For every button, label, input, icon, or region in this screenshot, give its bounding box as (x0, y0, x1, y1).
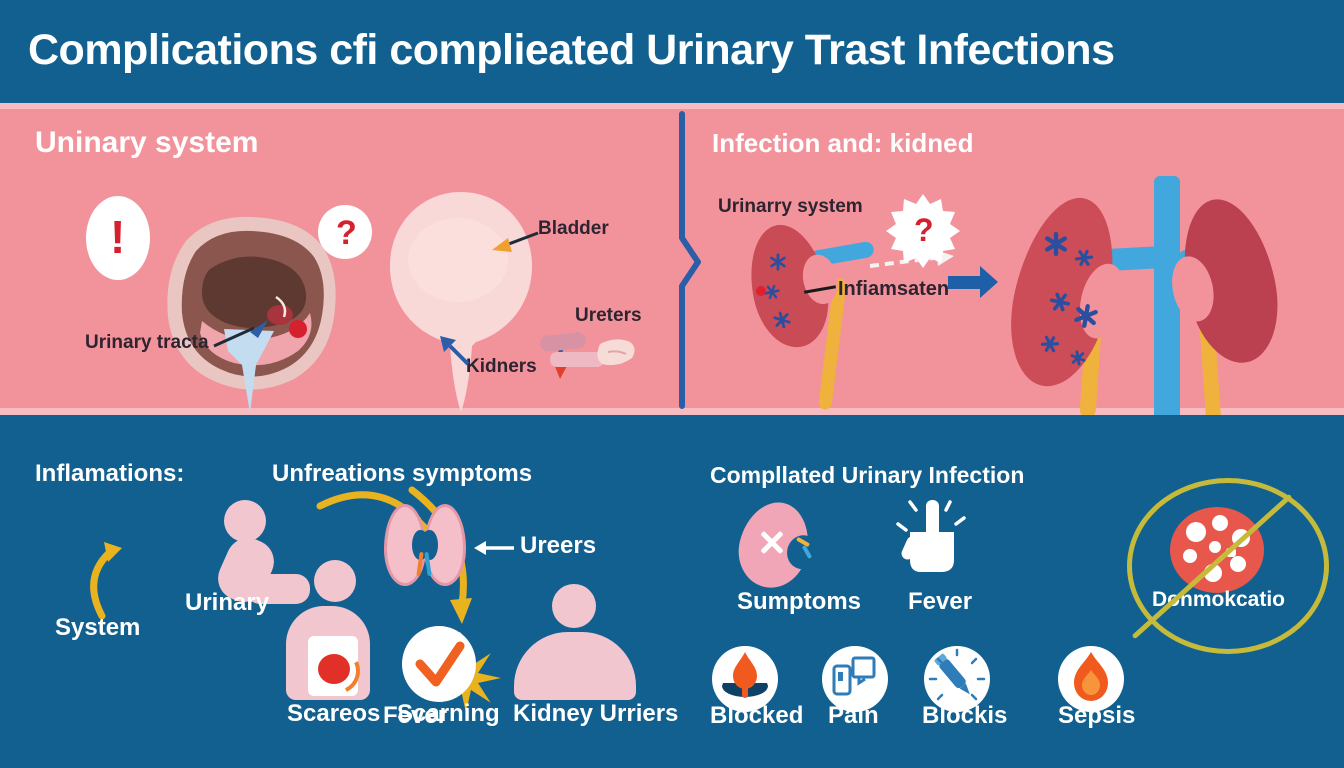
bacteria-cluster-icon (1040, 231, 1098, 366)
inflammations-heading: Inflamations: (35, 460, 185, 487)
urinary-panel-heading: Uninary system (35, 126, 259, 159)
alert-glyph: ! (110, 211, 126, 263)
fever-hand-label: Fever (908, 588, 973, 615)
starburst-question-glyph: ? (914, 212, 934, 248)
torso-person-head (552, 584, 596, 628)
pointing-hand-icon (896, 500, 966, 572)
urinary-tract-arrow-icon (213, 320, 268, 348)
blockis-icon (928, 648, 986, 701)
sitting-person-legs (246, 574, 310, 604)
main-title: Complications cfi complieated Urinary Tr… (28, 26, 1115, 74)
system-label: System (55, 614, 141, 641)
question-glyph: ? (336, 214, 357, 252)
kidneys-label: Kidners (466, 356, 537, 377)
starburst-question-icon (886, 194, 960, 268)
progression-arrow-icon (980, 266, 998, 298)
torso-person-body (514, 632, 636, 700)
scarning-label: Scarning (397, 700, 500, 727)
sepsis-label: Sepsis (1058, 702, 1136, 729)
blocked-label: Blocked (710, 702, 804, 729)
no-symbol-ring (1127, 478, 1329, 654)
header-banner (0, 0, 1344, 103)
bladder-arrow-icon (492, 231, 539, 252)
sepsis-icon (1074, 652, 1108, 701)
ureter-pads-illustration (540, 332, 635, 367)
bladder-label: Bladder (538, 218, 609, 239)
bladder-person-head (314, 560, 356, 602)
sumptoms-label: Sumptoms (737, 588, 862, 615)
complicated-heading: Compllated Urinary Infection (710, 462, 1025, 488)
infection-panel-heading: Infection and: kidned (712, 128, 974, 158)
pain-icon (832, 656, 876, 696)
panel-divider (679, 111, 701, 409)
fever-label: Fever (383, 702, 448, 729)
pain-label: Pain (828, 702, 879, 729)
bacteria-icon (764, 253, 791, 329)
urinary-tract-label: Urinary tracta (85, 332, 209, 353)
alert-icon (86, 196, 150, 280)
check-oval (402, 626, 476, 702)
ureers-arrow-icon (474, 541, 514, 555)
question-icon (318, 205, 372, 259)
scareos-label: Scareos (287, 700, 381, 727)
cycle-arrow-left-icon (90, 542, 122, 620)
sitting-person-head (224, 500, 266, 542)
kidneys-arrow-icon (440, 336, 470, 366)
bladder-illustration (390, 192, 532, 412)
kidney-pair-right (421, 504, 466, 586)
blockis-label: Blockis (922, 702, 1008, 729)
kidney-urriers-label: Kidney Urriers (513, 700, 679, 727)
bladder-cross-section-illustration (167, 216, 336, 413)
urinary-label: Urinary (185, 589, 270, 616)
inflammation-label: Infiamsaten (838, 278, 950, 300)
ureers-label: Ureers (520, 532, 597, 559)
infection-dot (756, 286, 766, 296)
virus-icon (1170, 507, 1264, 593)
progression-arrow-shaft (948, 276, 980, 289)
checkmark-icon (415, 641, 465, 687)
inflamed-bladder-icon (318, 654, 350, 684)
blocked-icon (722, 652, 768, 698)
urinary-system-label: Urinarry system (718, 196, 863, 217)
symptoms-heading: Unfreations symptoms (272, 460, 533, 487)
ureters-label: Ureters (575, 305, 642, 326)
